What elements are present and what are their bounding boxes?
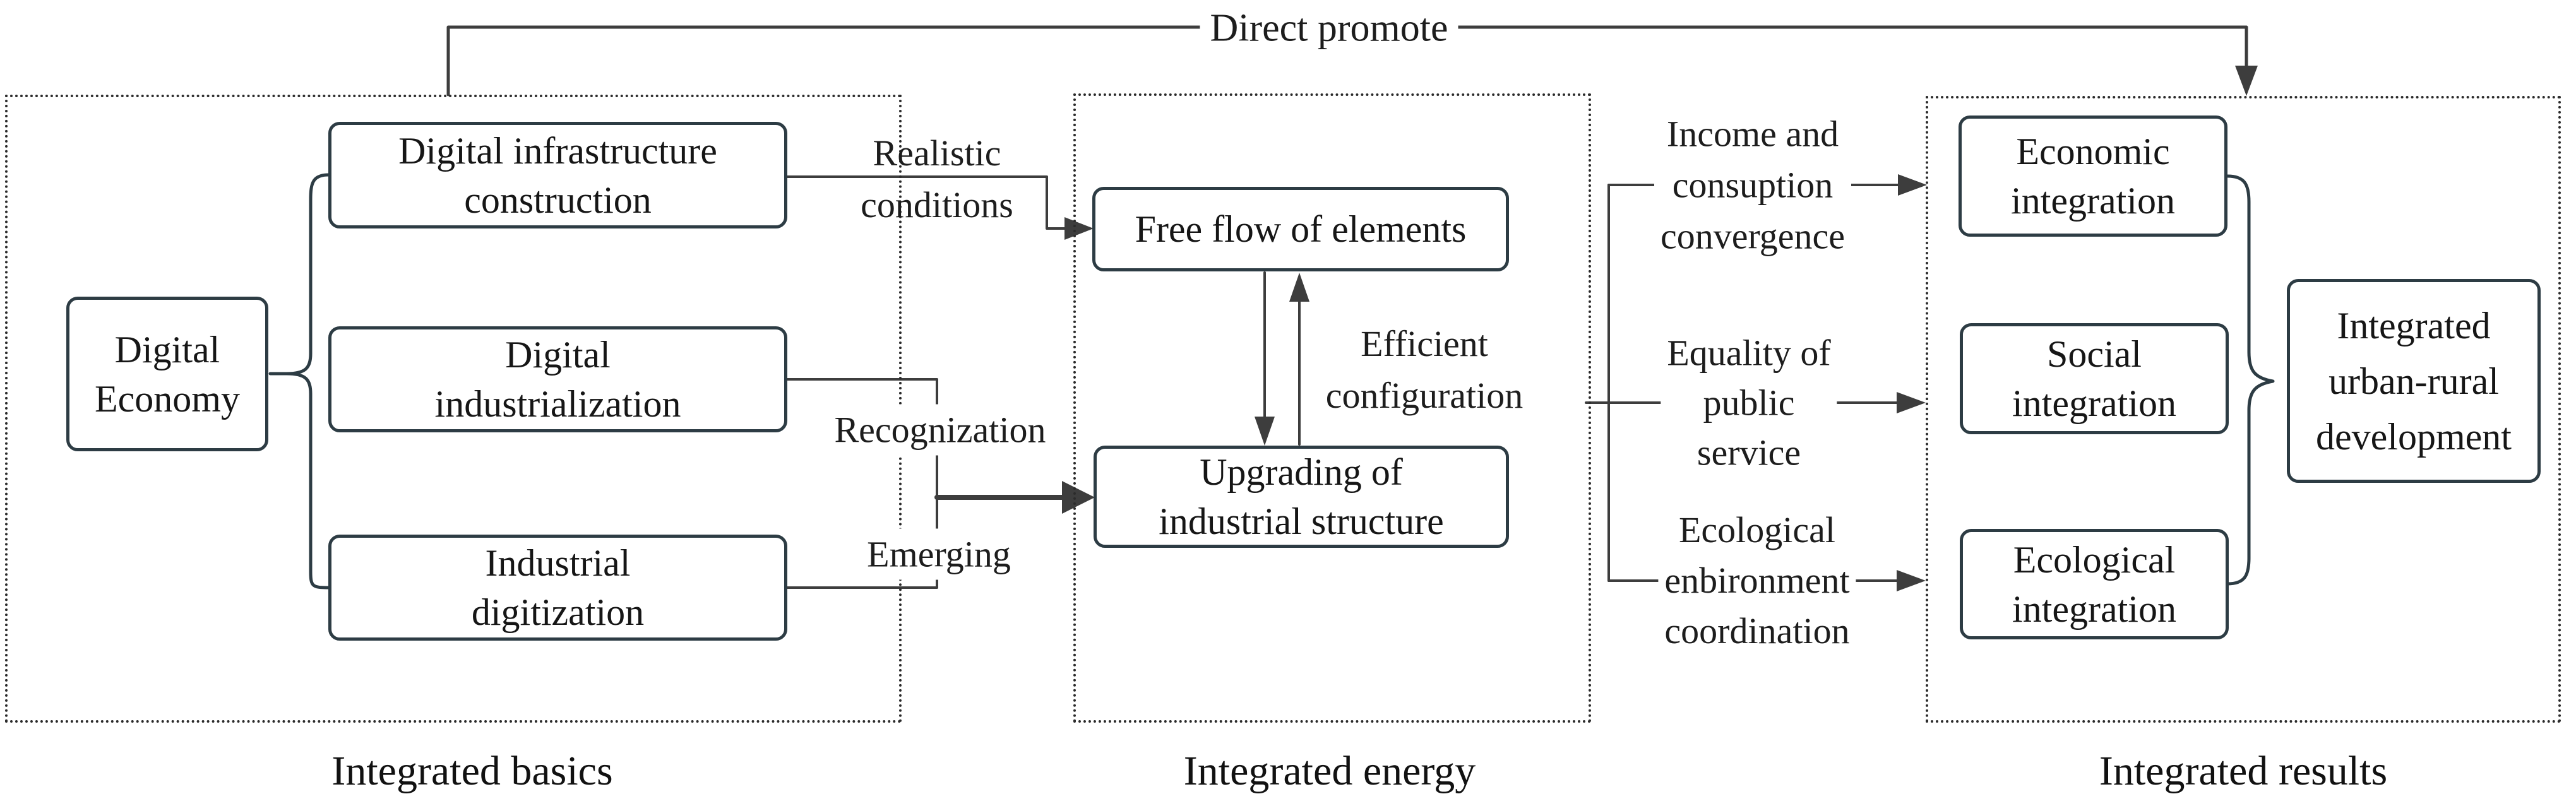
node-digital-industrialization: Digital industrialization <box>328 326 787 432</box>
node-social-integration: Social integration <box>1960 323 2229 434</box>
node-integrated-urban-rural-development: Integrated urban-rural development <box>2287 279 2541 483</box>
section-integrated-energy <box>1073 93 1591 723</box>
caption-integrated-basics: Integrated basics <box>331 748 613 794</box>
direct-promote-arrowhead <box>2235 66 2258 96</box>
ecology-arrowhead <box>1897 570 1926 591</box>
label-direct-promote: Direct promote <box>1200 3 1458 54</box>
label-ecological-environment-coordination: Ecological enbironment coordination <box>1658 505 1856 656</box>
income-arrowhead <box>1898 174 1927 196</box>
label-emerging: Emerging <box>861 528 1017 580</box>
basics-brace <box>268 173 330 590</box>
section-integrated-results <box>1926 96 2561 723</box>
caption-integrated-energy: Integrated energy <box>1183 748 1476 794</box>
node-upgrading-of-industrial-structure: Upgrading of industrial structure <box>1094 446 1509 548</box>
node-industrial-digitization: Industrial digitization <box>328 535 787 641</box>
node-digital-infrastructure-construction: Digital infrastructure construction <box>328 122 787 228</box>
label-equality-public-service: Equality of public service <box>1661 328 1837 478</box>
realistic-arrowhead <box>1064 217 1094 240</box>
label-realistic-conditions: Realistic conditions <box>861 133 1013 225</box>
label-efficient-configuration: Efficient configuration <box>1325 323 1524 416</box>
node-digital-economy: Digital Economy <box>66 297 268 451</box>
node-free-flow-of-elements: Free flow of elements <box>1092 187 1509 271</box>
results-brace <box>2226 174 2275 586</box>
caption-integrated-results: Integrated results <box>2099 748 2388 794</box>
label-recognization: Recognization <box>828 404 1052 456</box>
realistic-conditions-line <box>786 175 1067 230</box>
recognization-bracket <box>786 378 938 589</box>
up-arrowhead <box>1289 273 1309 302</box>
equality-arrowhead <box>1897 392 1926 413</box>
node-economic-integration: Economic integration <box>1959 116 2227 237</box>
node-ecological-integration: Ecological integration <box>1960 529 2229 639</box>
label-income-consumption-convergence: Income and consuption convergence <box>1654 108 1851 262</box>
down-arrowhead <box>1255 417 1275 446</box>
upgrading-arrowhead <box>1062 481 1095 514</box>
